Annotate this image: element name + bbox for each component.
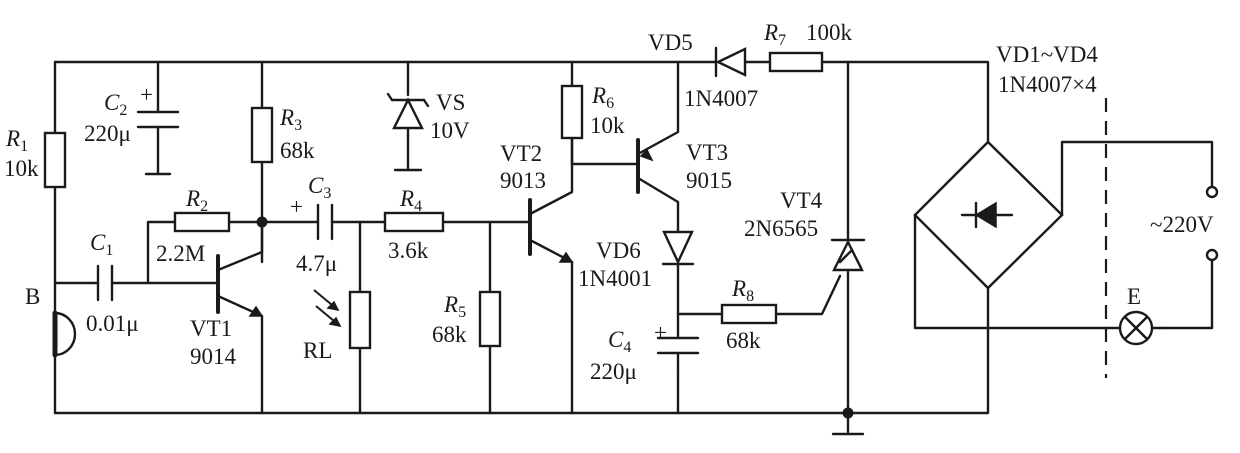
c4-value: 220μ [590, 359, 637, 384]
light-arrows-icon [313, 289, 342, 328]
r8-value: 68k [726, 328, 761, 353]
r6-ref: R6 [591, 83, 614, 112]
capacitor-c2 [136, 110, 180, 129]
resistor-r2 [173, 211, 231, 233]
r3-value: 68k [280, 138, 315, 163]
r3-ref: R3 [279, 105, 302, 134]
vt2-ref: VT2 [500, 141, 542, 166]
r2-value: 2.2M [156, 241, 205, 266]
bridge-rectifier [913, 140, 1064, 290]
scr-vt4 [830, 238, 866, 272]
wiring [53, 60, 1214, 436]
diode-vd5 [714, 46, 747, 78]
c1-ref: C1 [90, 230, 113, 259]
transistor-vt1 [216, 254, 264, 317]
vt1-ref: VT1 [190, 316, 232, 341]
c2-value: 220μ [84, 121, 131, 146]
capacitor-c1 [88, 264, 122, 302]
ac-terminal [1205, 185, 1219, 199]
microphone-b [52, 310, 77, 358]
r5-ref: R5 [443, 292, 466, 321]
ac-terminal [1205, 248, 1219, 262]
capacitor-c3 [316, 203, 334, 241]
c1-value: 0.01μ [86, 311, 139, 336]
c4-polarity: + [654, 320, 667, 345]
transistor-vt3 [636, 138, 654, 194]
vd5-ref: VD5 [648, 30, 693, 55]
c2-polarity: + [140, 82, 153, 107]
resistor-r5 [478, 290, 502, 348]
ac-supply-label: ~220V [1150, 212, 1214, 237]
vt2-part: 9013 [500, 168, 546, 193]
vt3-part: 9015 [686, 168, 732, 193]
vd6-part: 1N4001 [578, 266, 652, 291]
c3-polarity: + [290, 194, 303, 219]
c4-ref: C4 [608, 327, 631, 356]
vt1-part: 9014 [190, 344, 237, 369]
r1-value: 10k [4, 156, 39, 181]
vt3-ref: VT3 [686, 140, 728, 165]
vs-value: 10V [430, 118, 470, 143]
rl-ref: RL [303, 338, 332, 363]
c3-value: 4.7μ [296, 251, 337, 276]
mic-ref: B [25, 284, 40, 309]
diode-vd6 [661, 230, 695, 266]
photoresistor-rl [348, 290, 372, 350]
resistor-r4 [383, 211, 445, 233]
vd5-part: 1N4007 [684, 86, 758, 111]
zener-diode-vs [386, 92, 430, 130]
c3-ref: C3 [308, 173, 331, 202]
resistor-r8 [720, 303, 778, 325]
r4-ref: R4 [399, 186, 422, 215]
capacitor-c4 [656, 336, 700, 374]
vt4-part: 2N6565 [744, 216, 818, 241]
junction-dot [256, 216, 268, 228]
resistor-r1 [43, 131, 67, 189]
transistor-vt2 [528, 198, 574, 263]
r7-value: 100k [806, 20, 853, 45]
vs-ref: VS [436, 90, 465, 115]
vt4-ref: VT4 [780, 188, 823, 213]
r7-ref: R7 [763, 20, 786, 49]
bridge-ref: VD1~VD4 [996, 42, 1098, 67]
lamp-e [1118, 310, 1154, 346]
resistor-r6 [560, 84, 584, 140]
resistor-r7 [768, 51, 824, 73]
r1-ref: R1 [5, 126, 28, 155]
bridge-part: 1N4007×4 [998, 72, 1097, 97]
lamp-ref: E [1127, 284, 1141, 309]
r6-value: 10k [590, 113, 625, 138]
r4-value: 3.6k [388, 238, 429, 263]
c2-ref: C2 [104, 90, 127, 119]
r8-ref: R8 [731, 276, 754, 305]
r5-value: 68k [432, 322, 467, 347]
r2-ref: R2 [185, 186, 208, 215]
resistor-r3 [250, 106, 274, 164]
junction-dot [842, 407, 854, 419]
vd6-ref: VD6 [596, 238, 641, 263]
